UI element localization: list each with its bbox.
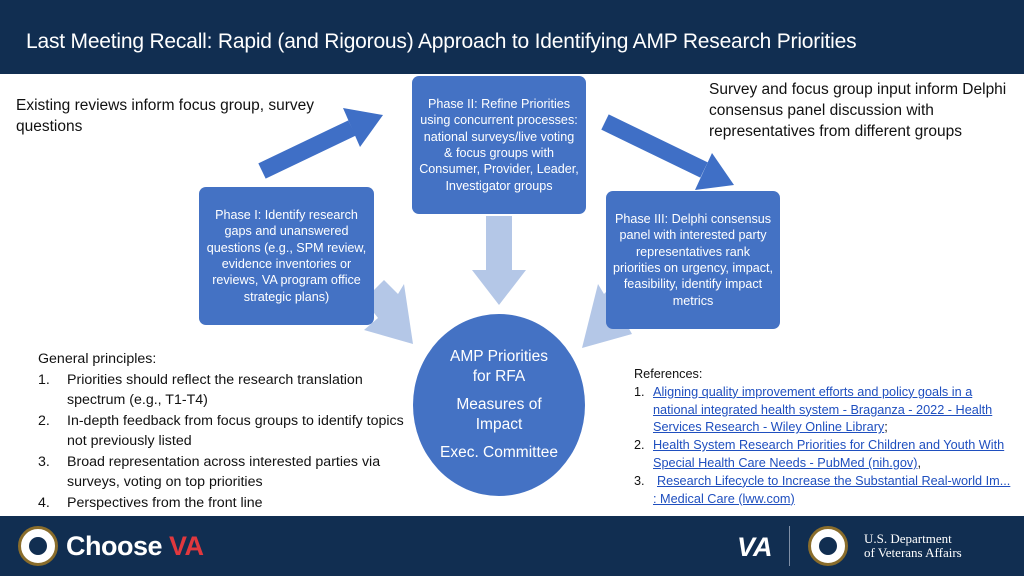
note-survey-input: Survey and focus group input inform Delp… xyxy=(709,81,1007,140)
slide-title: Last Meeting Recall: Rapid (and Rigorous… xyxy=(26,30,857,53)
arrow-phase1-to-phase2 xyxy=(258,108,383,179)
center-line-committee: Exec. Committee xyxy=(439,444,558,461)
note-existing-reviews: Existing reviews inform focus group, sur… xyxy=(16,97,315,135)
phase-2-box: Phase II: Refine Priorities using concur… xyxy=(412,76,586,214)
footer-bar: Choose VA VA U.S. Department of Veterans… xyxy=(0,516,1024,576)
principle-item: 1.Priorities should reflect the research… xyxy=(38,371,363,409)
references-list: 1.Aligning quality improvement efforts a… xyxy=(634,384,1014,509)
center-line-measures: Measures of Impact xyxy=(456,396,542,433)
phase-3-box: Phase III: Delphi consensus panel with i… xyxy=(606,191,780,329)
reference-link-1[interactable]: Aligning quality improvement efforts and… xyxy=(653,384,993,435)
va-seal-icon xyxy=(808,526,848,566)
center-line-priorities: AMP Priorities for RFA xyxy=(450,348,548,385)
reference-item: 2.Health System Research Priorities for … xyxy=(634,438,1005,470)
principles-list: 1.Priorities should reflect the research… xyxy=(38,370,408,514)
arrow-phase2-to-phase3 xyxy=(601,114,734,190)
title-bar: Last Meeting Recall: Rapid (and Rigorous… xyxy=(0,0,1024,74)
arrow-phase2-to-center xyxy=(472,216,526,305)
amp-priorities-circle: AMP Priorities for RFA Measures of Impac… xyxy=(413,314,585,496)
choose-va-logo: Choose VA xyxy=(66,531,204,561)
references-heading: References: xyxy=(634,367,703,381)
reference-item: 3.Research Lifecycle to Increase the Sub… xyxy=(634,473,1011,506)
reference-link-3[interactable]: Research Lifecycle to Increase the Subst… xyxy=(653,473,1011,506)
principle-item: 4.Perspectives from the front line xyxy=(38,494,263,511)
va-logo: VA xyxy=(737,532,773,562)
principles-heading: General principles: xyxy=(38,351,157,367)
reference-link-2[interactable]: Health System Research Priorities for Ch… xyxy=(653,438,1005,470)
reference-item: 1.Aligning quality improvement efforts a… xyxy=(634,384,993,435)
va-seal-icon xyxy=(18,526,58,566)
footer-divider xyxy=(789,526,790,566)
phase-1-box: Phase I: Identify research gaps and unan… xyxy=(199,187,374,325)
phase-2-text: Phase II: Refine Priorities using concur… xyxy=(419,96,579,193)
phase-3-text: Phase III: Delphi consensus panel with i… xyxy=(612,211,774,308)
phase-1-text: Phase I: Identify research gaps and unan… xyxy=(206,207,367,304)
arrow-phase1-to-center xyxy=(364,280,413,344)
principle-item: 3.Broad representation across interested… xyxy=(38,453,381,491)
references: References: 1.Aligning quality improveme… xyxy=(634,366,1014,508)
general-principles: General principles: 1.Priorities should … xyxy=(38,349,408,513)
principle-item: 2.In-depth feedback from focus groups to… xyxy=(38,412,404,450)
department-name: U.S. Department of Veterans Affairs xyxy=(864,531,962,560)
